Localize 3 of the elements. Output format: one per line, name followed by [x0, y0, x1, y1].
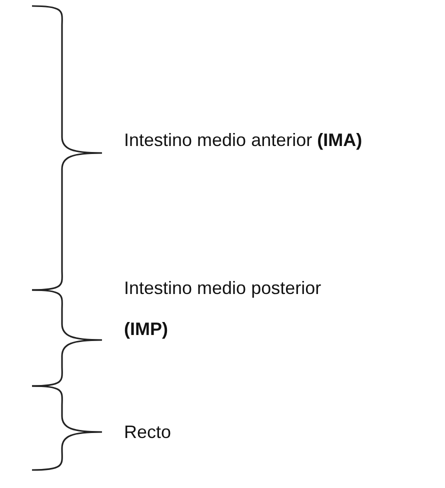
- section-label: Intestino medio anterior (IMA): [124, 129, 364, 152]
- section-label: Recto: [124, 421, 172, 444]
- section-label: Intestino medio posterior (IMP): [124, 277, 322, 341]
